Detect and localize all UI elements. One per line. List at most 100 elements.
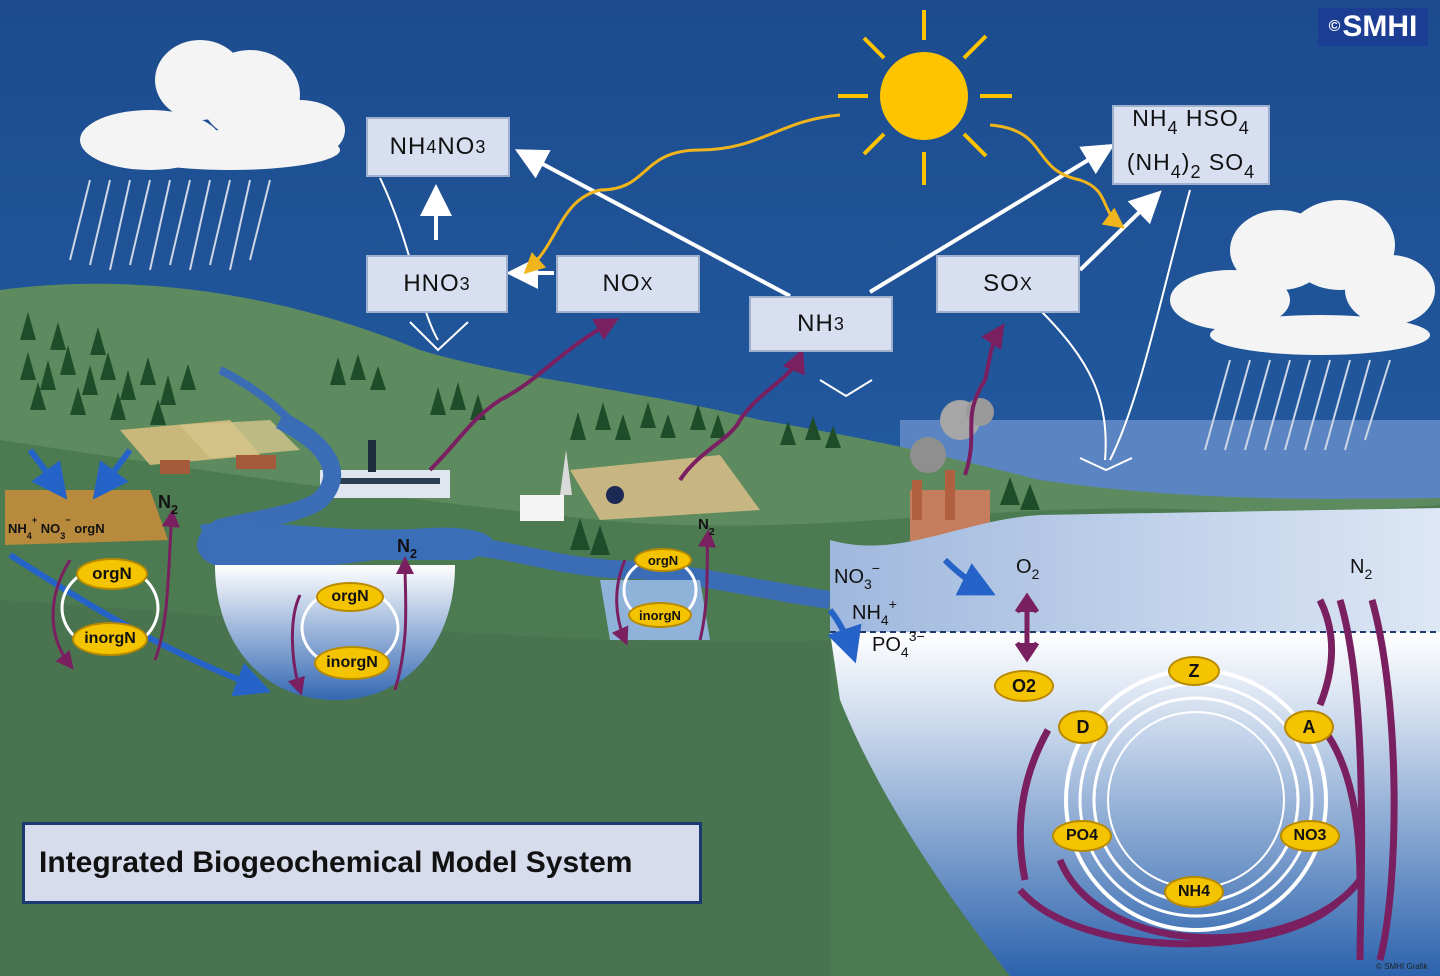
hno3-sub: 3 [459, 273, 471, 294]
sea-nh4-sup: + [888, 596, 897, 612]
o2-exchange [1014, 592, 1040, 663]
river-n2-label: N2 [698, 516, 715, 538]
sea-o2-main: O [1016, 556, 1032, 578]
soil-no-sub: 3 [60, 531, 66, 541]
field-2 [180, 420, 300, 458]
sea-po4-sup: 3− [908, 628, 925, 644]
credit-text: © SMHI Grafik [1376, 962, 1428, 971]
soil-org: orgN [70, 521, 105, 536]
diagram-title: Integrated Biogeochemical Model System [22, 822, 702, 904]
nh3-sub: 3 [833, 313, 845, 334]
river-orgn-label: orgN [647, 552, 679, 568]
sea-no3-label: NO3− [834, 560, 880, 592]
sea-n2-main: N [1350, 556, 1365, 578]
nh4no3-label: NH [389, 133, 427, 160]
soil-no: NO [37, 521, 61, 536]
rain-right [1204, 359, 1391, 451]
lake-basin [215, 565, 455, 700]
land-inorgn-label: inorgN [84, 630, 136, 647]
soil-nh: NH [8, 521, 27, 536]
sea-n2-sub: 2 [1364, 566, 1373, 582]
diagram-title-text: Integrated Biogeochemical Model System [39, 846, 633, 879]
sea-o2-deep-label: O2 [1011, 675, 1036, 696]
nh4no3-sub1: 4 [426, 136, 438, 157]
cycle-po4-pill: PO4 [1052, 820, 1112, 852]
sea-o2-pill: O2 [994, 670, 1054, 702]
sea-no3-sup: − [871, 560, 880, 576]
sea-n2-label: N2 [1350, 556, 1372, 582]
lake-orgn-label: orgN [331, 588, 369, 605]
lake-surface [200, 522, 493, 560]
lake-n2-label: N2 [397, 536, 417, 561]
sulfate-l1-sub1: 4 [1167, 118, 1179, 138]
sun [838, 10, 1012, 185]
cloud-right [1170, 200, 1435, 355]
sea-po4-sub: 4 [900, 644, 909, 660]
lake-orgn-pill: orgN [316, 582, 384, 612]
rain-left [69, 179, 271, 271]
sea-nh4-main: NH [852, 602, 881, 624]
sea-po4-main: PO [872, 634, 901, 656]
land-orgn-label: orgN [92, 564, 132, 583]
sea-o2-sub: 2 [1031, 566, 1040, 582]
lake-n2-sub: 2 [410, 547, 418, 561]
cycle-d-label: D [1076, 716, 1090, 737]
sox-label: SO [983, 270, 1020, 297]
field-3 [570, 455, 760, 520]
lake-inorgn-pill: inorgN [314, 646, 390, 680]
sea-po4-label: PO43− [872, 628, 925, 660]
cycle-nh4-label: NH4 [1177, 883, 1210, 900]
sulfate-line-2: (NH4)2 SO4 [1127, 145, 1255, 189]
nh3-label: NH [797, 310, 834, 337]
marine-fluxes [1016, 598, 1398, 961]
sea-no3-main: NO [834, 566, 864, 588]
land-n2-main: N [158, 492, 171, 512]
soil-nh-sup: + [31, 515, 38, 525]
sulfate-l2-main: (NH [1126, 149, 1171, 175]
land-n2-sub: 2 [171, 503, 179, 517]
river-n2-main: N [698, 516, 709, 533]
cloud-left [80, 40, 345, 170]
river-n2-sub: 2 [708, 526, 715, 538]
cycle-z-pill: Z [1168, 656, 1220, 686]
sea-nh4-sub: 4 [880, 612, 889, 628]
lake-n2-main: N [397, 536, 410, 556]
land-n2-label: N2 [158, 492, 178, 517]
sulfate-box: NH4 HSO4 (NH4)2 SO4 [1112, 105, 1270, 185]
sulfate-l1-main: NH [1132, 105, 1168, 131]
land-inorgn-pill: inorgN [72, 622, 148, 656]
sulfate-l2-sub1: 4 [1170, 162, 1182, 182]
sulfate-l2-sub2: 2 [1190, 162, 1202, 182]
sulfate-l2-end: SO [1201, 149, 1245, 175]
sulfate-line-1: NH4 HSO4 [1132, 101, 1250, 145]
river-inorgn-pill: inorgN [628, 602, 692, 628]
nh4no3-sub2: 3 [475, 136, 487, 157]
forest-trees [20, 312, 1040, 555]
sox-sub: X [1019, 273, 1033, 294]
nh4no3-label-mid: NO [437, 133, 476, 160]
smhi-logo: ©SMHI [1318, 8, 1428, 46]
lake-inorgn-label: inorgN [326, 654, 378, 671]
nitrogen-fluxes [51, 509, 717, 696]
sea-nh4-label: NH4+ [852, 596, 897, 628]
cycle-no3-label: NO3 [1293, 827, 1327, 844]
cycle-no3-pill: NO3 [1280, 820, 1340, 852]
cycle-a-label: A [1302, 716, 1316, 737]
stream [218, 366, 303, 433]
cycle-a-pill: A [1284, 710, 1334, 744]
land-orgn-pill: orgN [76, 558, 148, 590]
cycle-nh4-pill: NH4 [1164, 876, 1224, 908]
emission-arrows [428, 318, 1005, 482]
logo-text: SMHI [1342, 10, 1418, 43]
sea-surface [830, 508, 1440, 632]
hno3-label: HNO [403, 270, 460, 297]
river-inorgn-label: inorgN [639, 607, 681, 623]
soil-no-sup: − [65, 515, 71, 525]
nox-label: NO [602, 270, 641, 297]
